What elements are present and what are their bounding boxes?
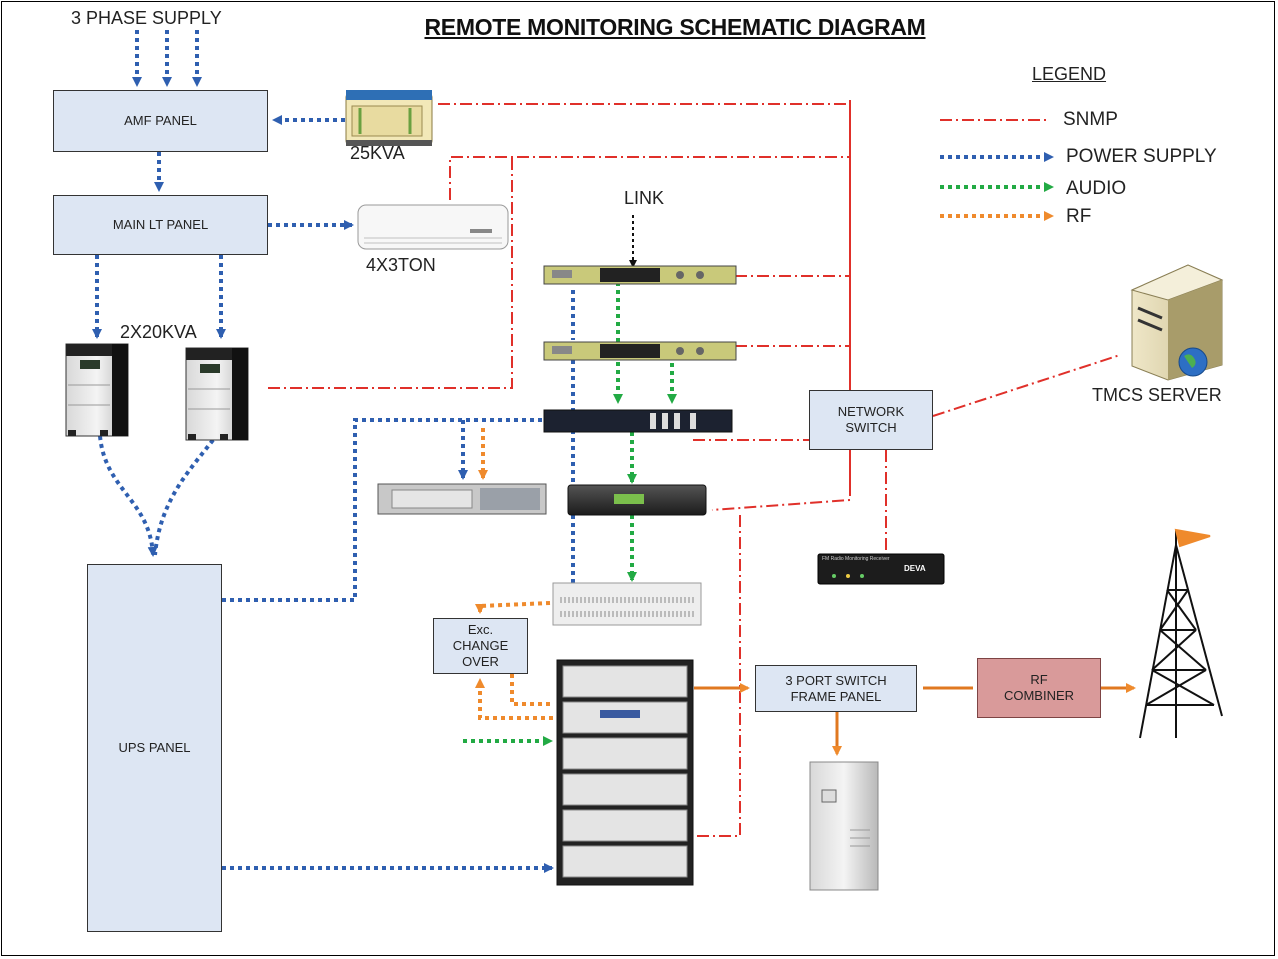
ups-units-label: 2X20KVA [120,322,197,342]
legend-snmp-label: SNMP [1063,109,1118,130]
network-switch-label-line1: NETWORK [837,404,905,419]
transmitter-rack-image [556,659,694,886]
amf-panel-label: AMF PANEL [124,113,197,128]
rf-lines [475,428,553,720]
server-image [1130,264,1224,381]
deva-brand: DEVA [904,564,926,573]
exciter-image [567,484,707,516]
link-receiver-1-image [543,265,737,285]
legend-title: LEGEND [1032,64,1107,84]
antenna-tower-image [1139,528,1223,739]
dummy-load-image [809,761,879,891]
snmp-lines [268,100,1121,837]
air-conditioner-image [357,204,509,250]
ups-unit-left-image [65,343,129,437]
patch-panel-image [377,483,547,515]
server-label: TMCS SERVER [1092,385,1222,405]
ac-label: 4X3TON [366,255,436,275]
switch-frame-label-line1: 3 PORT SWITCH [785,672,887,688]
rf-solid-lines [694,683,1136,756]
rf-combiner-label-line2: COMBINER [1003,688,1075,703]
ups-unit-right-image [185,347,249,441]
legend-rf-label: RF [1066,206,1092,227]
genset-image [345,90,433,146]
legend-samples [940,119,1054,221]
exc-changeover-label-line3: OVER [462,654,499,669]
exc-changeover-label-line1: Exc. [467,622,494,637]
audio-switcher-image [543,409,733,433]
switch-frame-panel-box: 3 PORT SWITCH FRAME PANEL [755,665,917,712]
link-receiver-2-image [543,341,737,361]
main-lt-panel-label: MAIN LT PANEL [112,217,209,232]
rf-combiner-label-line1: RF [1030,672,1048,687]
network-switch-label-line2: SWITCH [845,420,897,435]
rf-combiner-box: RF COMBINER [977,658,1101,718]
ups-panel-label: UPS PANEL [118,740,191,755]
network-switch-box: NETWORK SWITCH [809,390,933,450]
deva-monitor-image [817,553,945,585]
exc-changeover-box: Exc. CHANGE OVER [433,618,528,674]
amf-panel-box: AMF PANEL [53,90,268,152]
power-lines [92,30,575,873]
deva-caption: FM Radio Monitoring Receiver [822,556,890,562]
exc-changeover-label-line2: CHANGE [452,638,509,653]
link-label: LINK [624,188,665,208]
three-phase-supply-label: 3 PHASE SUPPLY [71,8,222,28]
legend-power-label: POWER SUPPLY [1066,146,1217,167]
genset-label: 25KVA [350,143,405,163]
main-lt-panel-box: MAIN LT PANEL [53,195,268,255]
rf-amplifier-image [552,582,702,626]
switch-frame-label-line2: FRAME PANEL [790,688,882,704]
ups-panel-box: UPS PANEL [87,564,222,932]
diagram-title: REMOTE MONITORING SCHEMATIC DIAGRAM [424,14,926,40]
legend-audio-label: AUDIO [1066,178,1127,199]
